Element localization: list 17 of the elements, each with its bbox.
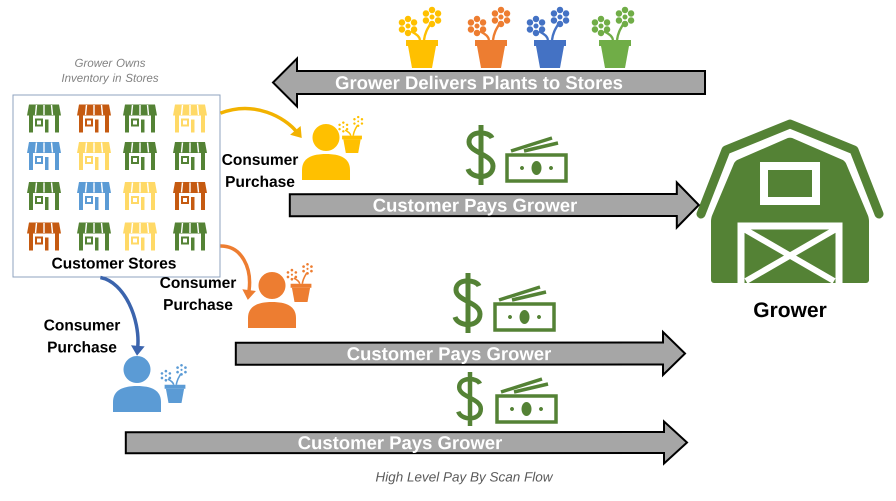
- block-arrow: [234, 330, 686, 378]
- edge-label: Consumer Purchase: [160, 277, 236, 310]
- person-icon: [248, 272, 296, 328]
- person-icon: [302, 124, 350, 180]
- caption: High Level Pay By Scan Flow: [376, 472, 554, 484]
- node-label: Grower: [754, 302, 826, 318]
- edge-label: Consumer Purchase: [222, 154, 298, 187]
- edge-label: Customer Pays Grower: [347, 347, 551, 364]
- curved-arrow: [220, 106, 302, 138]
- box-heading: Grower Owns Inventory in Stores: [62, 58, 158, 84]
- block-arrow: [124, 419, 688, 466]
- edge-label: Consumer Purchase: [44, 320, 120, 352]
- edge-label: Customer Pays Grower: [373, 198, 577, 216]
- edge-label: Customer Pays Grower: [298, 436, 502, 453]
- store-box: Customer Stores: [12, 94, 220, 278]
- block-arrow: [288, 180, 700, 230]
- person-icon: [113, 356, 161, 412]
